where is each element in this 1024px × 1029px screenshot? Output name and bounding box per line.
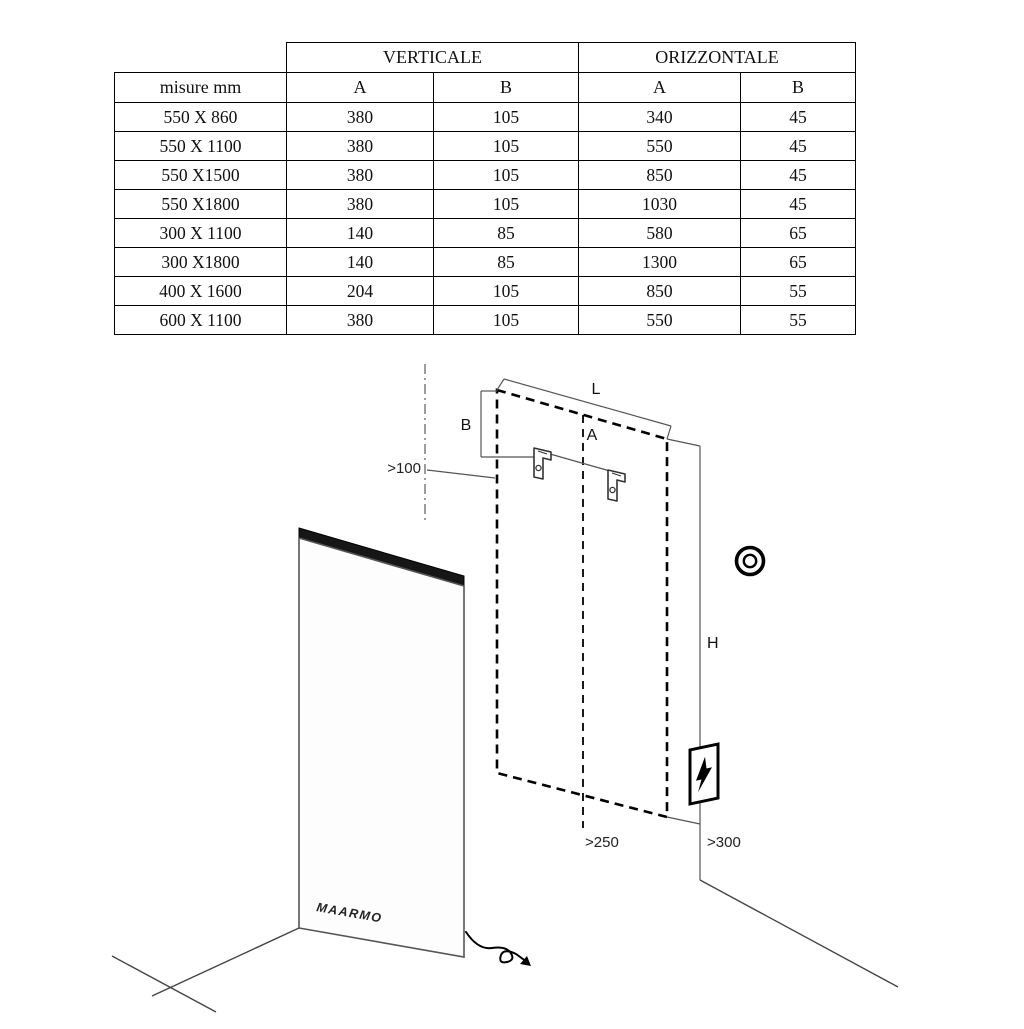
floor-line-left — [151, 927, 300, 997]
corner-cell — [115, 43, 287, 73]
table-cell: 380 — [286, 305, 434, 335]
table-cell-misure: 300 X 1100 — [114, 218, 287, 248]
col-header-vert-a: A — [286, 72, 434, 103]
table-cell: 380 — [286, 102, 434, 132]
table-cell: 580 — [578, 218, 741, 248]
spec-table: VERTICALE ORIZZONTALE misure mm A B A B … — [114, 42, 856, 335]
table-cell: 204 — [286, 276, 434, 306]
group-header-orizzontale: ORIZZONTALE — [578, 42, 856, 73]
clearance-label: >100 — [387, 460, 421, 477]
table-cell: 55 — [740, 276, 856, 306]
table-row: 600 X 1100 380 105 550 55 — [114, 305, 856, 335]
table-cell-misure: 400 X 1600 — [114, 276, 287, 306]
wall-base-line-left — [111, 955, 217, 1013]
table-cell: 85 — [433, 247, 579, 277]
table-group-header-row: VERTICALE ORIZZONTALE — [115, 42, 856, 73]
table-cell: 55 — [740, 305, 856, 335]
power-cord-plug — [520, 956, 531, 966]
col-header-vert-b: B — [433, 72, 579, 103]
dimension-L-tick-left — [496, 378, 505, 391]
table-cell-misure: 600 X 1100 — [114, 305, 287, 335]
table-cell: 1030 — [578, 189, 741, 219]
table-cell-misure: 550 X1800 — [114, 189, 287, 219]
dimension-L-label: L — [592, 381, 601, 398]
table-cell: 105 — [433, 276, 579, 306]
table-cell: 550 — [578, 131, 741, 161]
table-cell: 65 — [740, 218, 856, 248]
table-cell: 380 — [286, 160, 434, 190]
table-cell: 45 — [740, 102, 856, 132]
table-cell: 45 — [740, 189, 856, 219]
table-cell: 105 — [433, 131, 579, 161]
dimension-H-label: H — [707, 635, 719, 652]
table-cell: 105 — [433, 305, 579, 335]
bracket-left-icon — [533, 447, 552, 480]
table-cell: 850 — [578, 160, 741, 190]
dimension-A-line — [542, 451, 618, 474]
table-cell: 45 — [740, 160, 856, 190]
dimension-L-tick-right — [666, 425, 672, 440]
table-cell: 850 — [578, 276, 741, 306]
table-cell: 45 — [740, 131, 856, 161]
bottom-right-label: >300 — [707, 834, 741, 851]
installation-diagram: >100 L B A H >250 >300 — [0, 360, 1024, 1024]
table-cell: 380 — [286, 189, 434, 219]
table-cell: 550 — [578, 305, 741, 335]
clearance-leader-line — [426, 469, 496, 479]
bottom-center-label: >250 — [585, 834, 619, 851]
table-cell: 380 — [286, 131, 434, 161]
group-header-verticale: VERTICALE — [286, 42, 579, 73]
table-row: 300 X 1100 140 85 580 65 — [114, 218, 856, 248]
table-cell: 105 — [433, 102, 579, 132]
dimension-L-line — [503, 378, 672, 427]
table-row: 550 X 860 380 105 340 45 — [114, 102, 856, 132]
dimension-B-label: B — [461, 417, 472, 434]
dimension-A-label: A — [587, 427, 598, 444]
table-row: 550 X1500 380 105 850 45 — [114, 160, 856, 190]
table-cell-misure: 550 X 1100 — [114, 131, 287, 161]
table-row: 550 X 1100 380 105 550 45 — [114, 131, 856, 161]
bracket-right-icon — [607, 469, 626, 502]
table-column-header-row: misure mm A B A B — [114, 72, 856, 103]
dimension-H-connector-bottom — [666, 816, 701, 825]
table-cell: 340 — [578, 102, 741, 132]
dimension-H-connector-top — [666, 438, 701, 447]
table-cell-misure: 550 X1500 — [114, 160, 287, 190]
table-cell: 65 — [740, 247, 856, 277]
table-cell: 85 — [433, 218, 579, 248]
table-cell: 1300 — [578, 247, 741, 277]
power-cord — [465, 931, 528, 964]
wall-fastener-icon — [734, 545, 766, 577]
col-header-oriz-b: B — [740, 72, 856, 103]
power-outlet-icon — [688, 742, 720, 806]
floor-line-right — [699, 879, 899, 988]
table-cell: 105 — [433, 160, 579, 190]
col-header-misure: misure mm — [114, 72, 287, 103]
col-header-oriz-a: A — [578, 72, 741, 103]
mounting-template-outline — [495, 388, 669, 819]
table-cell: 105 — [433, 189, 579, 219]
panel-front — [298, 536, 465, 958]
table-cell-misure: 550 X 860 — [114, 102, 287, 132]
table-cell-misure: 300 X1800 — [114, 247, 287, 277]
table-row: 400 X 1600 204 105 850 55 — [114, 276, 856, 306]
table-row: 550 X1800 380 105 1030 45 — [114, 189, 856, 219]
lightning-icon — [696, 756, 712, 793]
table-cell: 140 — [286, 247, 434, 277]
table-row: 300 X1800 140 85 1300 65 — [114, 247, 856, 277]
table-cell: 140 — [286, 218, 434, 248]
